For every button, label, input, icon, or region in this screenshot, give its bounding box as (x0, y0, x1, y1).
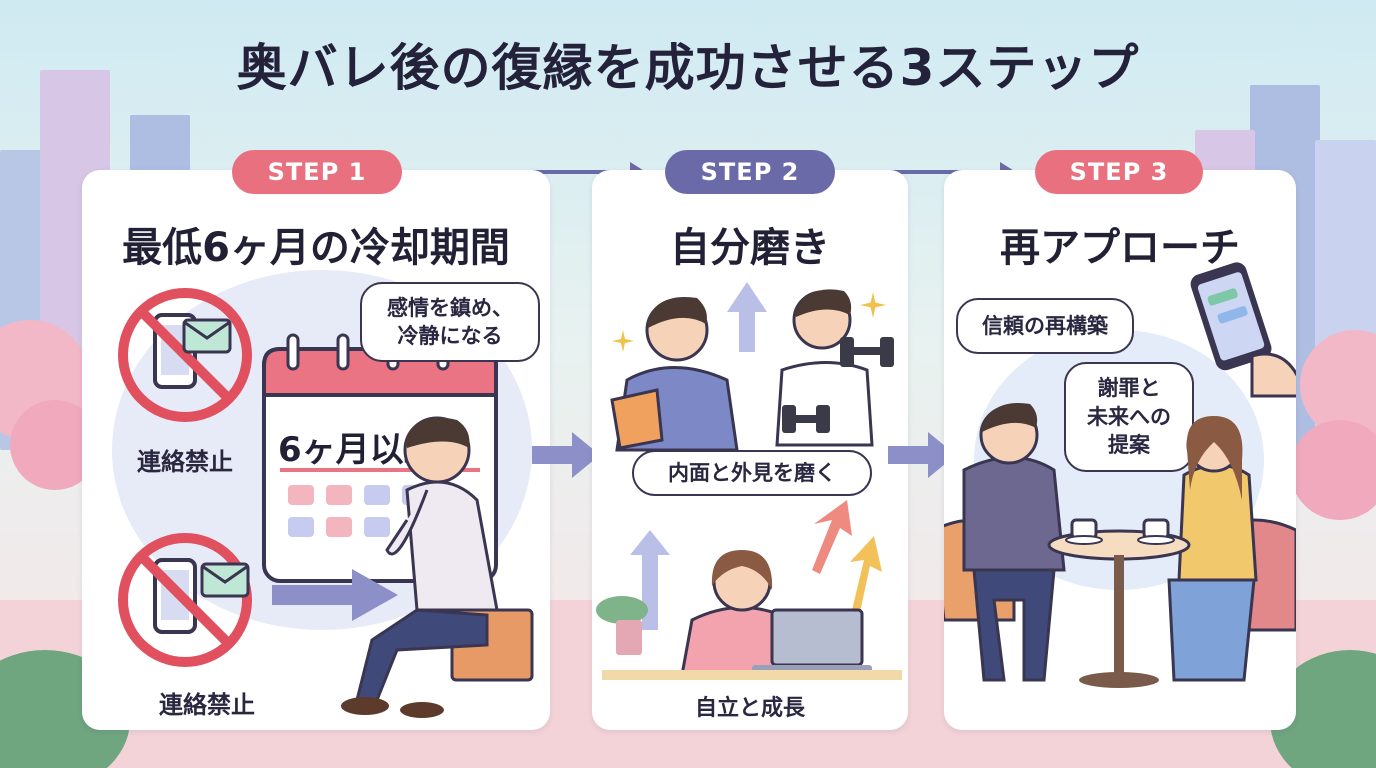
step2-bubble: 内面と外見を磨く (632, 450, 872, 496)
step2-caption: 自立と成長 (694, 696, 805, 721)
right-arrow-icon (272, 569, 398, 621)
laptop-woman-illustration (596, 500, 902, 680)
step1-label-top: 連絡禁止 (137, 448, 233, 476)
step3-bubble-right-text: 謝罪と 未来への 提案 (1087, 376, 1171, 458)
step3-heading: 再アプローチ (1000, 225, 1240, 271)
sparkle-icon (860, 292, 886, 318)
step-connector (840, 170, 1002, 174)
reading-man-illustration (610, 297, 739, 452)
step1-bubble: 感情を鎮め、 冷静になる (360, 282, 540, 362)
no-phone-icon (118, 533, 252, 667)
no-phone-icon (118, 288, 252, 422)
dumbbell-icon (782, 337, 894, 433)
step1-panel: 最低6ヶ月の冷却期間 連絡禁止 連絡禁止 (82, 170, 550, 730)
step3-panel: 再アプローチ 信頼の再構築 謝罪と 未来への 提案 (944, 170, 1296, 730)
step1-pill-label: STEP 1 (232, 150, 402, 194)
coffee-cup-icon (1065, 518, 1103, 545)
cafe-couple-illustration (944, 403, 1296, 688)
step3-bubble-right: 謝罪と 未来への 提案 (1064, 362, 1194, 472)
panel-arrow-icon (532, 432, 600, 478)
up-arrow-icon (727, 282, 767, 352)
thinking-man-illustration (341, 416, 534, 718)
mail-icon (182, 318, 232, 354)
mail-icon (200, 562, 250, 598)
step2-pill-label: STEP 2 (665, 150, 835, 194)
sparkle-icon (612, 330, 634, 352)
coffee-cup-icon (1137, 518, 1175, 545)
smartphone-icon (1190, 262, 1296, 398)
step3-pill-label: STEP 3 (1035, 150, 1203, 194)
cherry-tree (1290, 420, 1376, 520)
dumbbell-man-illustration (775, 289, 894, 447)
page-title: 奥バレ後の復縁を成功させる3ステップ (236, 39, 1140, 97)
step1-heading: 最低6ヶ月の冷却期間 (122, 225, 510, 271)
step3-bubble-left-text: 信頼の再構築 (982, 313, 1108, 338)
panel-arrow-icon (888, 432, 956, 478)
step1-bubble-text: 感情を鎮め、 冷静になる (387, 295, 513, 348)
step3-bubble-left: 信頼の再構築 (956, 298, 1134, 354)
step2-heading: 自分磨き (670, 225, 830, 271)
step2-bubble-text: 内面と外見を磨く (668, 460, 836, 485)
step2-panel: 自分磨き 内面と外見を磨く (592, 170, 908, 730)
step1-label-bottom: 連絡禁止 (159, 691, 255, 719)
